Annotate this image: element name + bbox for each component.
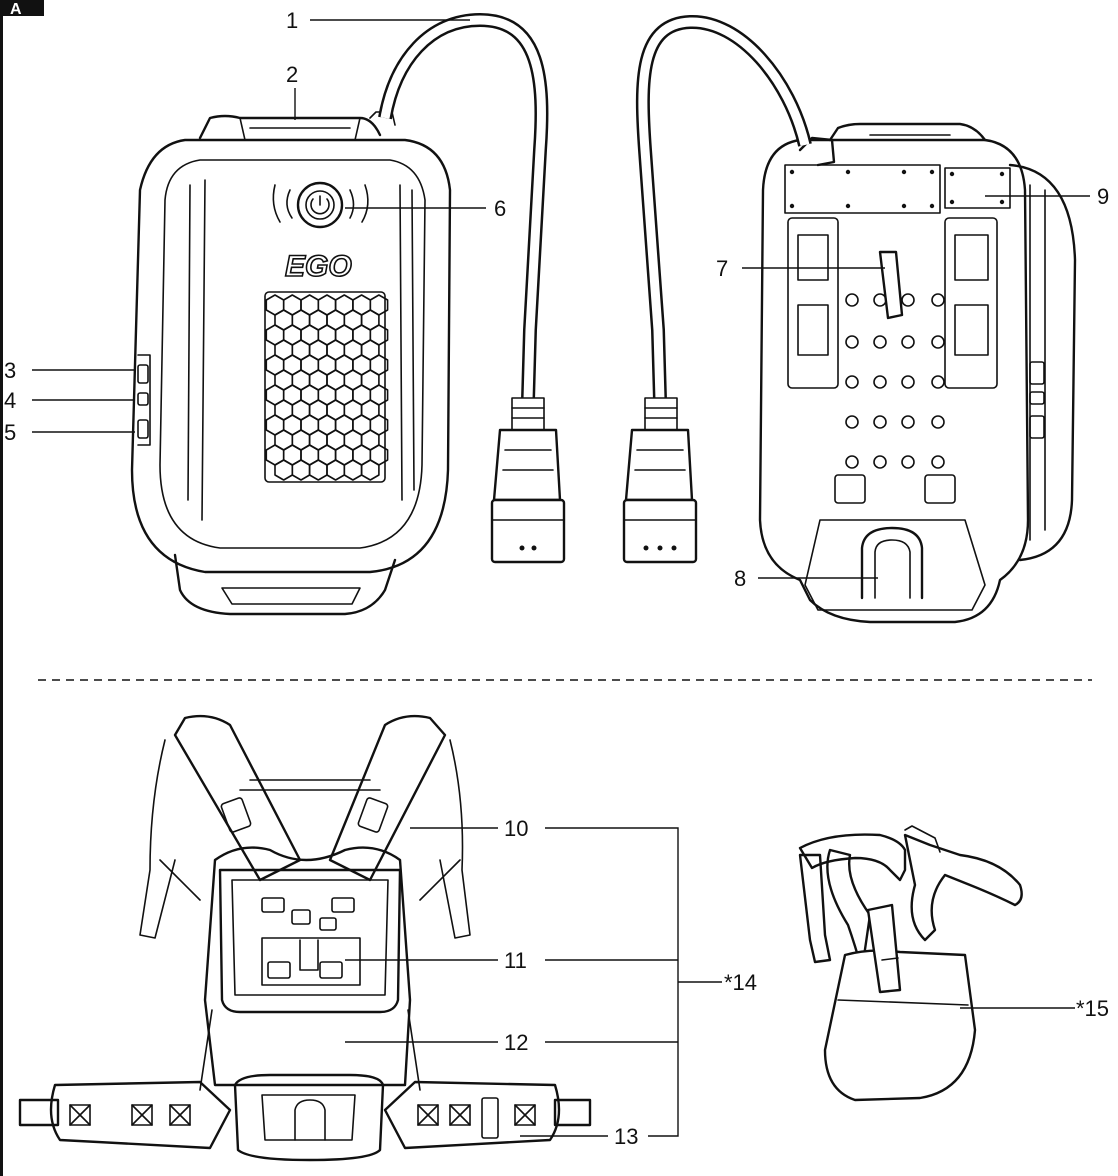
backpack-harness — [18, 714, 592, 1162]
ego-logo: EGO — [285, 250, 352, 283]
callout-3: 3 — [4, 358, 16, 383]
callout-8: 8 — [734, 566, 746, 591]
callout-7: 7 — [716, 256, 728, 281]
leader-lines — [32, 19, 1090, 1137]
callout-14: *14 — [724, 970, 757, 995]
callout-2: 2 — [286, 62, 298, 87]
power-cord-front — [378, 12, 566, 564]
battery-back-view — [758, 122, 1077, 624]
callout-4: 4 — [4, 388, 16, 413]
shoulder-strap-accessory — [798, 825, 1023, 1102]
callout-12: 12 — [504, 1030, 528, 1055]
callout-1: 1 — [286, 8, 298, 33]
callout-15: *15 — [1076, 996, 1109, 1021]
callout-5: 5 — [4, 420, 16, 445]
callout-6: 6 — [494, 196, 506, 221]
mounting-holes — [845, 293, 945, 469]
svg-text:A: A — [10, 1, 22, 18]
callout-labels: 1 2 3 4 5 6 7 8 9 10 11 12 13 *14 *15 — [4, 8, 1109, 1149]
power-cord-back — [622, 14, 812, 564]
callout-10: 10 — [504, 816, 528, 841]
belt-stitching — [69, 1104, 536, 1126]
vent-grille — [265, 294, 389, 481]
plate-screws — [789, 169, 1005, 209]
callout-9: 9 — [1097, 184, 1109, 209]
battery-front-view: EGO — [130, 111, 452, 616]
figure-badge: A — [0, 0, 44, 18]
callout-11: 11 — [504, 948, 527, 973]
callout-13: 13 — [614, 1124, 638, 1149]
